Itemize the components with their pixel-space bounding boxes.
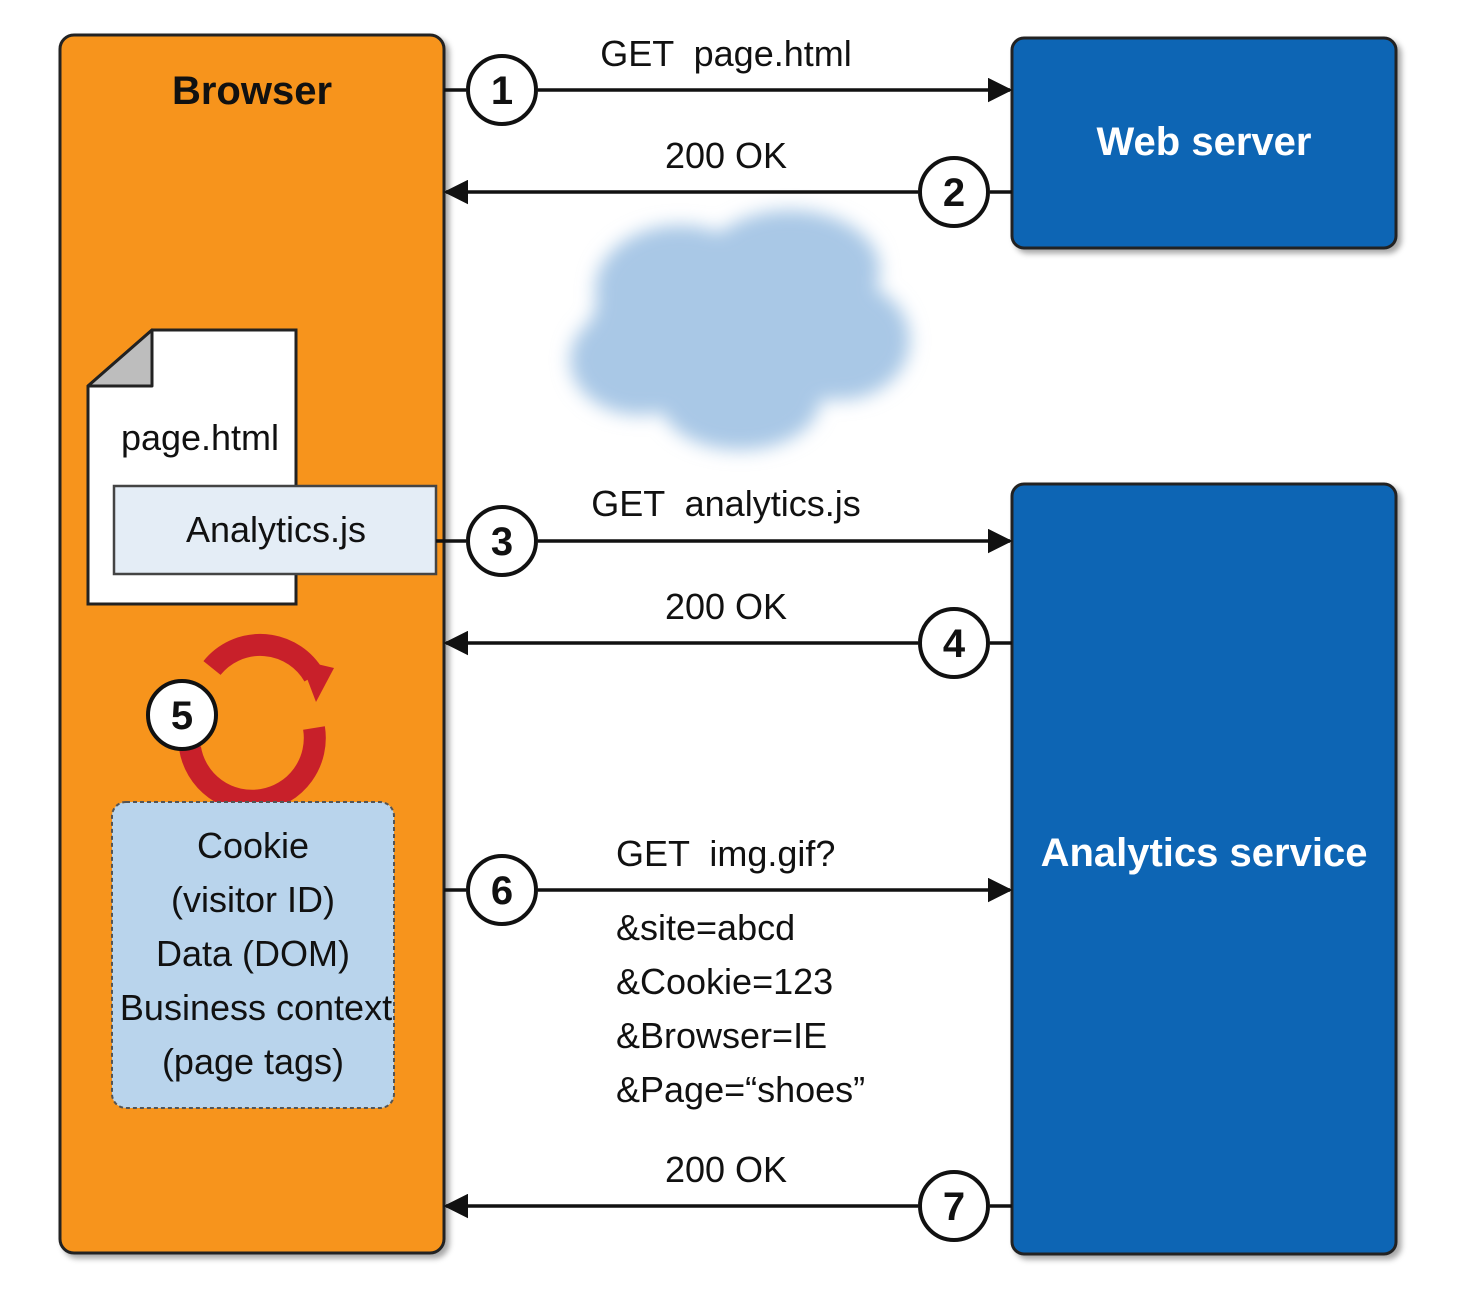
query-param: &Cookie=123 — [616, 961, 833, 1002]
step-7-label: 200 OK — [665, 1149, 787, 1190]
script-label: Analytics.js — [186, 509, 366, 550]
step-4-label: 200 OK — [665, 586, 787, 627]
step-2-label: 200 OK — [665, 135, 787, 176]
step-number: 4 — [943, 622, 966, 666]
analytics-service-box — [1010, 482, 1398, 1256]
query-param: &site=abcd — [616, 907, 795, 948]
step-badge-4: 4 — [918, 607, 990, 679]
data-box — [111, 801, 395, 1109]
query-param: &Browser=IE — [616, 1015, 827, 1056]
web-server-title: Web server — [1097, 120, 1312, 164]
query-params: &site=abcd &Cookie=123 &Browser=IE &Page… — [616, 907, 865, 1110]
browser-title: Browser — [172, 69, 332, 113]
step-badge-2: 2 — [918, 156, 990, 228]
step-badge-3: 3 — [466, 505, 538, 577]
web-server-box — [1010, 36, 1398, 250]
refresh-icon — [179, 633, 334, 812]
step-number: 6 — [491, 869, 513, 913]
data-line: (visitor ID) — [171, 879, 335, 920]
script-box — [112, 484, 438, 576]
step-badge-6: 6 — [466, 854, 538, 926]
step-1-label: GET page.html — [600, 33, 851, 74]
step-6-label: GET img.gif? — [616, 833, 835, 874]
step-badge-5: 5 — [146, 679, 218, 751]
data-line: Business context — [120, 987, 392, 1028]
step-number: 7 — [943, 1185, 965, 1229]
analytics-service-title: Analytics service — [1041, 831, 1368, 875]
step-3-label: GET analytics.js — [591, 483, 860, 524]
step-badge-1: 1 — [466, 54, 538, 126]
step-number: 5 — [171, 694, 193, 738]
data-line: Cookie — [197, 825, 309, 866]
step-number: 1 — [491, 69, 513, 113]
query-param: &Page=“shoes” — [616, 1069, 865, 1110]
step-number: 3 — [491, 520, 513, 564]
step-number: 2 — [943, 171, 965, 215]
page-doc-label: page.html — [121, 417, 279, 458]
cloud-icon — [570, 210, 910, 450]
data-line: Data (DOM) — [156, 933, 350, 974]
step-badge-7: 7 — [918, 1170, 990, 1242]
data-line: (page tags) — [162, 1041, 344, 1082]
data-box-lines: Cookie (visitor ID) Data (DOM) Business … — [120, 825, 392, 1082]
